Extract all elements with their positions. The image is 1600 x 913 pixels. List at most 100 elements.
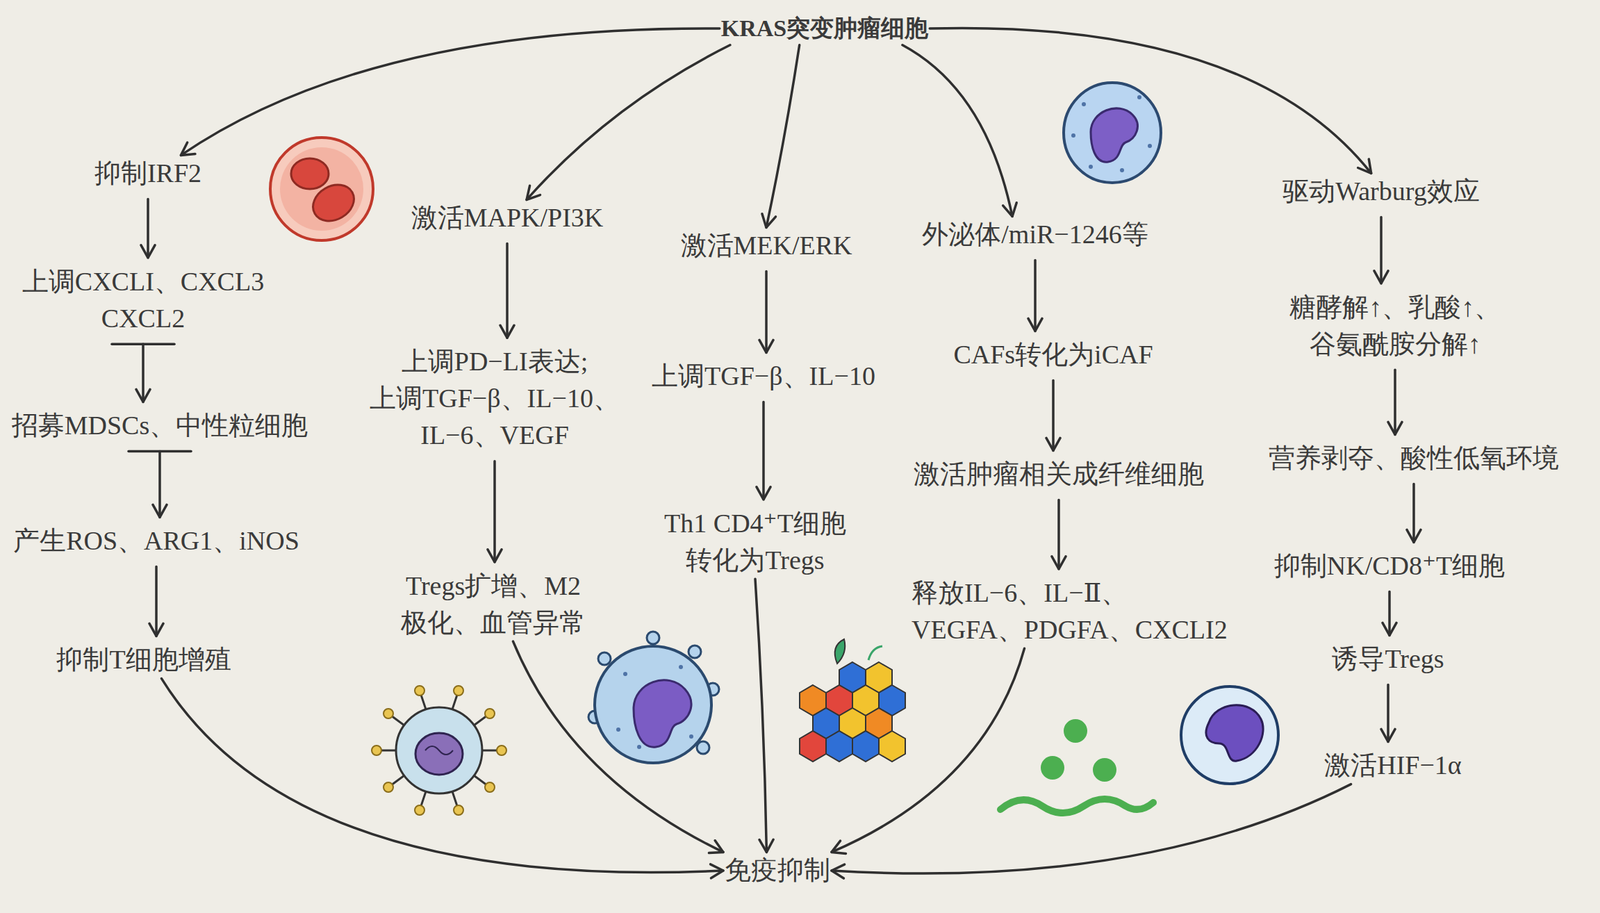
- node-text: KRAS突变肿瘤细胞: [721, 15, 929, 41]
- dendritic-cell-part: [383, 782, 394, 793]
- cytokine-molecules: [1000, 719, 1154, 813]
- cytokine-molecules-part: [1092, 757, 1117, 782]
- immune-cell-part: [646, 631, 660, 645]
- immune-cell-part: [696, 741, 710, 754]
- curved-arrow: [526, 45, 731, 201]
- node-text: Tregs扩增、M2 极化、血管异常: [400, 571, 586, 638]
- neutrophil-cell-part: [306, 177, 361, 229]
- node-text: 营养剥夺、酸性低氧环境: [1268, 443, 1560, 473]
- node-text: 诱导Tregs: [1331, 644, 1444, 674]
- flow-arrow: [1051, 380, 1055, 451]
- flow-arrow: [1393, 369, 1397, 435]
- cytokine-molecules-part: [1040, 755, 1065, 780]
- protein-cluster-part: [799, 730, 827, 762]
- arrow-bar: [111, 342, 175, 346]
- curved-arrow: [180, 28, 720, 155]
- node-text: 上调PD−LI表达; 上调TGF−β、IL−10、 IL−6、VEGF: [369, 346, 620, 450]
- immune-cell-part: [594, 646, 712, 763]
- protein-cluster-part: [835, 639, 846, 664]
- protein-cluster-part: [868, 646, 883, 661]
- immune-cell-part: [623, 671, 628, 676]
- immune-cell-part: [688, 645, 701, 658]
- immune-cell: [588, 631, 720, 763]
- node-text: 激活肿瘤相关成纤维细胞: [913, 459, 1204, 489]
- flow-arrow: [158, 451, 162, 518]
- neutrophil-cell-part: [291, 158, 329, 189]
- node-text: 驱动Warburg效应: [1282, 176, 1480, 206]
- flow-arrow: [764, 271, 768, 353]
- process-node: 抑制T细胞增殖: [54, 641, 233, 679]
- lymphocyte-cell-part: [1181, 686, 1279, 784]
- monocyte-cell-part: [1119, 168, 1125, 173]
- flow-arrow: [762, 402, 765, 500]
- cytokine-molecules-part: [1063, 719, 1088, 743]
- dendritic-cell-part: [496, 745, 507, 756]
- monocyte-cell-part: [1088, 164, 1093, 169]
- process-node: 上调TGF−β、IL−10: [650, 357, 877, 395]
- process-node: 免疫抑制: [723, 851, 832, 889]
- process-node: 释放IL−6、IL−Ⅱ、 VEGFA、PDGFA、CXCLI2: [910, 574, 1237, 649]
- monocyte-cell-part: [1071, 133, 1076, 138]
- protein-cluster-part: [852, 730, 879, 762]
- flow-arrow: [1388, 591, 1391, 636]
- process-node: 激活肿瘤相关成纤维细胞: [912, 455, 1206, 493]
- flow-arrow: [505, 243, 509, 339]
- dendritic-cell-part: [415, 732, 463, 775]
- curved-arrow: [161, 678, 724, 873]
- monocyte-cell-part: [1137, 95, 1142, 100]
- node-text: 激活HIF−1α: [1324, 750, 1462, 780]
- curved-arrow: [929, 27, 1371, 173]
- flow-arrow: [1379, 217, 1383, 284]
- node-text: 产生ROS、ARG1、iNOS: [13, 525, 300, 556]
- monocyte-cell-part: [1147, 143, 1152, 148]
- flow-arrow: [154, 566, 158, 637]
- dendritic-cell-part: [484, 782, 495, 793]
- curved-arrow: [902, 45, 1013, 217]
- process-node: 招募MDSCs、中性粒细胞: [10, 407, 310, 444]
- process-node: 抑制NK/CD8⁺T细胞: [1272, 547, 1507, 585]
- curved-arrow: [766, 45, 800, 228]
- process-node: Th1 CD4⁺T细胞 转化为Tregs: [657, 505, 853, 579]
- dendritic-cell-part: [414, 805, 425, 815]
- node-text: 抑制IRF2: [94, 158, 202, 188]
- node-text: 激活MEK/ERK: [680, 230, 853, 260]
- node-text: 抑制NK/CD8⁺T细胞: [1274, 550, 1506, 581]
- protein-cluster-part: [826, 730, 853, 762]
- immune-cell-part: [637, 744, 642, 749]
- flow-arrow: [1412, 484, 1416, 543]
- arrow-bar: [128, 450, 192, 453]
- dendritic-cell-part: [425, 746, 453, 755]
- curved-arrow: [831, 648, 1025, 852]
- process-node: 诱导Tregs: [1330, 640, 1446, 678]
- neutrophil-cell: [270, 137, 374, 241]
- node-text: 释放IL−6、IL−Ⅱ、 VEGFA、PDGFA、CXCLI2: [911, 578, 1228, 645]
- process-node: 产生ROS、ARG1、iNOS: [11, 522, 301, 560]
- source-node: KRAS突变肿瘤细胞: [719, 11, 930, 46]
- node-text: 上调CXCLI、CXCL3 CXCL2: [22, 266, 265, 333]
- flow-arrow: [1386, 685, 1390, 742]
- process-node: 糖酵解↑、乳酸↑、 谷氨酰胺分解↑: [1269, 289, 1521, 363]
- flow-arrow: [1033, 260, 1037, 332]
- dendritic-cell-part: [484, 708, 495, 719]
- node-text: 免疫抑制: [724, 855, 831, 885]
- process-node: 激活MEK/ERK: [679, 227, 854, 265]
- process-node: 营养剥夺、酸性低氧环境: [1267, 439, 1561, 477]
- immune-cell-part: [616, 727, 621, 732]
- process-node: 上调CXCLI、CXCL3 CXCL2: [16, 263, 271, 337]
- curved-arrow: [755, 578, 767, 852]
- dendritic-cell-part: [371, 745, 382, 756]
- dendritic-cell-part: [453, 685, 464, 696]
- process-node: 激活MAPK/PI3K: [409, 199, 606, 237]
- immune-cell-part: [598, 652, 611, 665]
- immune-cell-part: [689, 734, 694, 739]
- immune-cell-part: [678, 664, 683, 670]
- dendritic-cell-part: [383, 708, 394, 719]
- process-node: CAFs转化为iCAF: [951, 336, 1154, 374]
- monocyte-cell-part: [1090, 108, 1138, 162]
- dendritic-cell-part: [396, 707, 483, 794]
- flow-arrow: [493, 461, 497, 563]
- flow-arrow: [146, 199, 150, 258]
- process-node: 激活HIF−1α: [1322, 746, 1464, 784]
- flow-arrow: [1057, 500, 1061, 569]
